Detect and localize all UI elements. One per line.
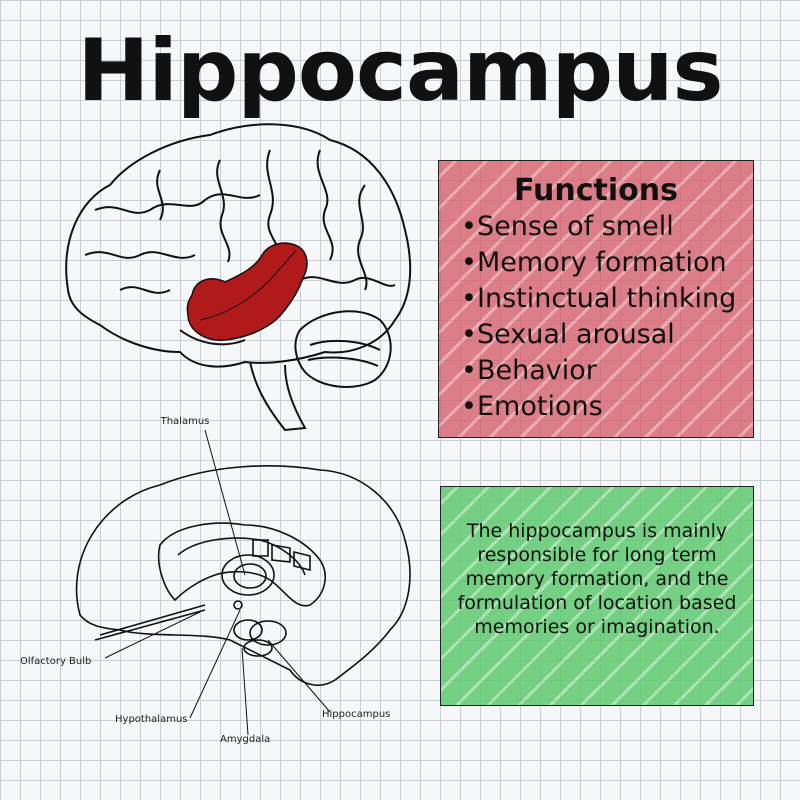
- cerebellum-outline: [294, 310, 392, 388]
- list-item: •Sexual arousal: [461, 319, 675, 350]
- hypothalamus-leader-line: [189, 609, 241, 719]
- thalamus-label: Thalamus: [160, 416, 210, 427]
- functions-list: •Sense of smell •Memory formation •Insti…: [461, 209, 736, 425]
- amygdala-label: Amygdala: [220, 734, 270, 745]
- functions-heading: Functions: [514, 173, 678, 208]
- sagittal-outline: [75, 465, 411, 686]
- amygdala-leader-line: [241, 647, 249, 736]
- summary-card: The hippocampus is mainly responsible fo…: [440, 486, 754, 706]
- thalamus-leader-line: [204, 429, 246, 576]
- functions-card: Functions •Sense of smell •Memory format…: [438, 160, 754, 438]
- hippocampus-label: Hippocampus: [322, 709, 390, 720]
- olfactory-bulb-leader-line: [104, 611, 201, 659]
- list-item: •Instinctual thinking: [461, 283, 737, 314]
- list-item: •Memory formation: [461, 247, 727, 278]
- page-title: Hippocampus: [77, 21, 723, 121]
- list-item: •Behavior: [461, 355, 597, 386]
- list-item: •Emotions: [461, 391, 603, 422]
- brainstem-outline: [249, 361, 307, 432]
- cerebrum-outline: [65, 123, 412, 368]
- hypothalamus-label: Hypothalamus: [115, 714, 188, 725]
- list-item: •Sense of smell: [461, 211, 674, 242]
- olfactory-bulb-label: Olfactory Bulb: [20, 656, 91, 667]
- hippocampus-highlight: [186, 242, 308, 341]
- hippocampus-leader-line: [267, 639, 331, 713]
- summary-text: The hippocampus is mainly responsible fo…: [457, 520, 737, 638]
